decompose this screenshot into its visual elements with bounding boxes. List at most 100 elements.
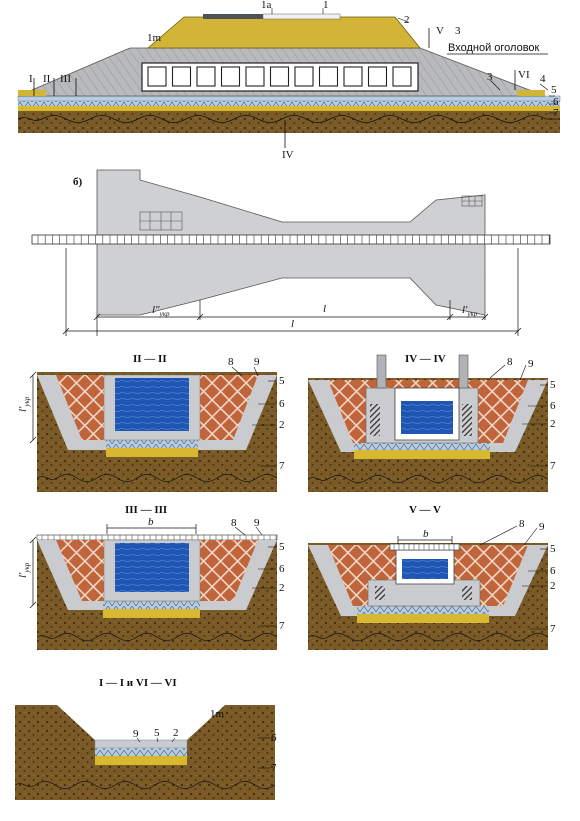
culvert-cell [269, 66, 290, 87]
label-7: 7 [271, 762, 277, 774]
base-hatch-left [375, 586, 385, 600]
section-iii-title: III — III [125, 504, 167, 516]
plan-pipe [31, 234, 551, 245]
label-1m: 1m [147, 32, 162, 44]
label-1m: 1m [210, 708, 225, 720]
label-1a: 1а [261, 0, 272, 11]
culvert-cell [318, 66, 339, 87]
pipe-water [401, 401, 453, 434]
label-6: 6 [279, 563, 285, 575]
plan-grid-left [139, 211, 183, 231]
geotextile [103, 601, 200, 609]
label-iii: III [60, 73, 71, 85]
culvert-cells [147, 66, 412, 87]
plan-dimensions [62, 248, 522, 336]
label-7: 7 [550, 460, 556, 472]
left-end-fill [18, 90, 46, 96]
dim-l-middle: l [323, 303, 326, 315]
culvert-cell [367, 66, 388, 87]
right-end-fill [517, 90, 545, 96]
label-6: 6 [271, 732, 277, 744]
label-8: 8 [507, 356, 513, 368]
label-5: 5 [279, 541, 285, 553]
label-5: 5 [279, 375, 285, 387]
plan-view-label: б) [73, 176, 83, 188]
asphalt-1a [203, 14, 263, 19]
label-2: 2 [404, 14, 410, 26]
geotextile [106, 440, 198, 448]
drain-line [17, 114, 560, 124]
section-i-vi: I — I и VI — VI 9 5 2 1m 6 7 [14, 677, 277, 800]
gravel-layer [17, 95, 561, 102]
label-7: 7 [550, 623, 556, 635]
geotextile [354, 443, 490, 450]
label-3-top: 3 [455, 25, 461, 37]
road-fill [146, 16, 421, 49]
label-5: 5 [154, 727, 160, 739]
dim-l-ukr: l′укр [17, 396, 31, 412]
sand-bed [106, 448, 198, 457]
sand-bed [95, 756, 187, 765]
label-5: 5 [550, 379, 556, 391]
culvert-cell [294, 66, 314, 87]
label-9: 9 [254, 356, 260, 368]
section-iii-iii: III — III b l′укр 8 9 5 6 2 7 [17, 504, 285, 650]
culvert-body [141, 62, 419, 92]
section-iv-title: IV — IV [405, 353, 446, 365]
wall-hatch-left [370, 404, 380, 436]
post-right [458, 354, 469, 389]
label-9: 9 [539, 521, 545, 533]
soil-layer [18, 111, 560, 133]
wall-hatch-right [462, 404, 472, 436]
label-2: 2 [550, 418, 556, 430]
culvert-cell [392, 66, 412, 87]
top-grating [36, 534, 278, 541]
sand-bed [357, 614, 489, 623]
label-2: 2 [550, 580, 556, 592]
section-i-title: I — I и VI — VI [99, 677, 177, 689]
section-ii-ii: II — II l′укр 8 9 5 6 2 7 [17, 353, 285, 492]
plan-grid-right [461, 195, 483, 207]
geotextile [357, 606, 489, 614]
dim-l-total: l [291, 318, 294, 330]
culvert-cell [196, 66, 216, 87]
label-ii: II [43, 73, 51, 85]
dim-b: b [148, 516, 154, 528]
dim-l-reinf-left: l″укр [152, 304, 170, 318]
culvert-cell [147, 66, 167, 87]
label-2: 2 [279, 582, 285, 594]
label-7: 7 [279, 620, 285, 632]
label-2: 2 [173, 727, 179, 739]
geotextile-layer [18, 101, 560, 106]
label-9: 9 [528, 358, 534, 370]
sand-bed [103, 609, 200, 618]
section-iv-iv: IV — IV 8 9 5 6 2 7 [307, 353, 556, 492]
label-9: 9 [254, 517, 260, 529]
base-hatch-right [462, 586, 472, 600]
cover-slab-ticks [393, 544, 460, 550]
label-iv: IV [282, 149, 294, 161]
culvert-cell [245, 66, 265, 87]
culvert-cell [343, 66, 363, 87]
label-6: 6 [279, 398, 285, 410]
label-9: 9 [133, 728, 139, 740]
cover-slab [389, 543, 461, 551]
sand-layer [18, 106, 560, 111]
pipe-water [115, 378, 189, 431]
label-8: 8 [519, 518, 525, 530]
label-i: I [29, 73, 33, 85]
plan-view: б) [31, 169, 551, 336]
dim-b: b [423, 528, 429, 540]
label-7: 7 [553, 107, 559, 119]
geotextile [95, 748, 187, 756]
inlet-label: Входной оголовок [448, 42, 540, 54]
label-7: 7 [279, 460, 285, 472]
label-6: 6 [550, 565, 556, 577]
grating-ticks [41, 535, 277, 540]
gravel-layer [94, 739, 188, 749]
label-8: 8 [231, 517, 237, 529]
culvert-cell [171, 66, 192, 87]
label-4: 4 [540, 73, 546, 85]
